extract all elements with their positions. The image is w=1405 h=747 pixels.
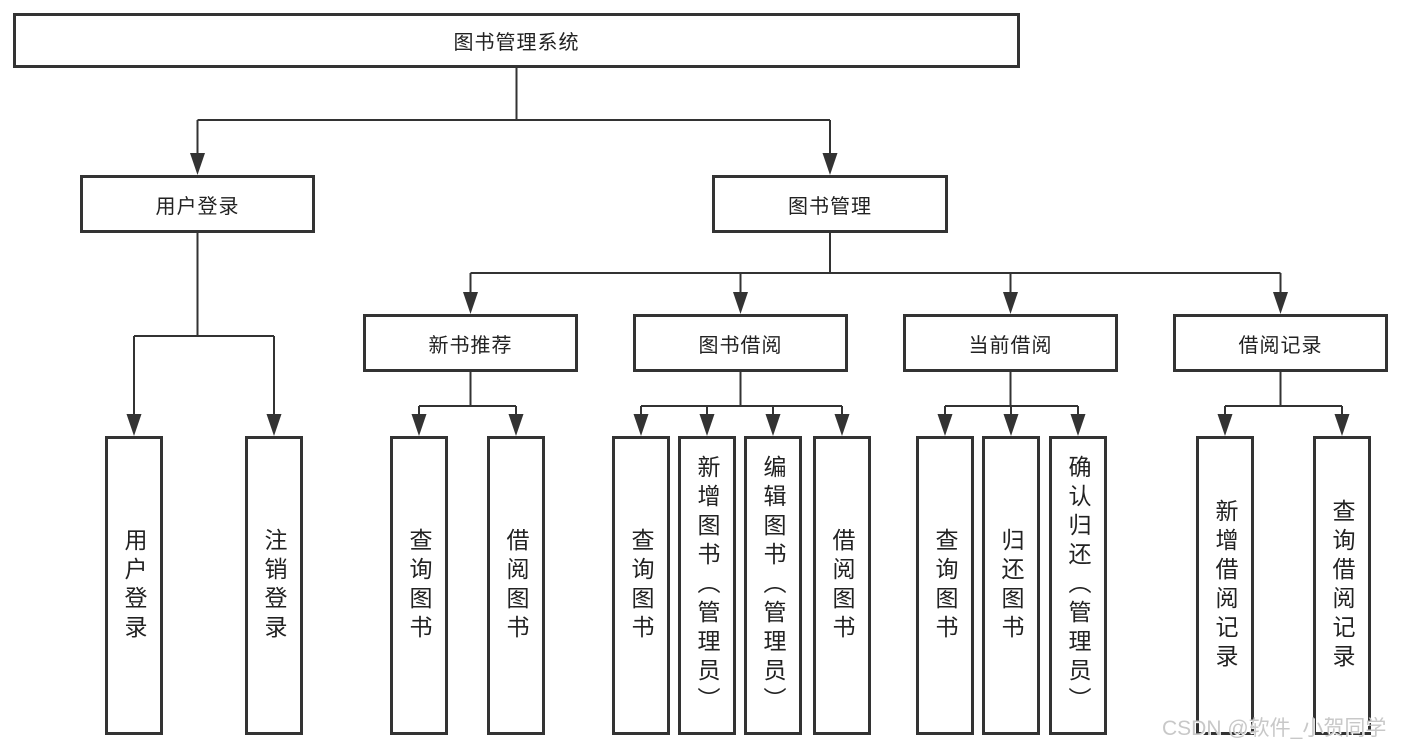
- arrowhead-icon: [463, 292, 478, 314]
- node-logout-leaf: 注销登录: [245, 436, 303, 735]
- arrowhead-icon: [633, 414, 649, 436]
- node-query-books-current: 查询图书: [916, 436, 974, 735]
- connector-user-login-to-leaves: [126, 233, 282, 436]
- node-borrow-books-borrowing: 借阅图书: [813, 436, 871, 735]
- arrowhead-icon: [190, 153, 205, 175]
- node-current-borrowing: 当前借阅: [903, 314, 1118, 372]
- node-book-borrowing: 图书借阅: [633, 314, 848, 372]
- arrowhead-icon: [266, 414, 282, 436]
- node-new-book-recommendation: 新书推荐: [363, 314, 578, 372]
- node-add-borrow-record: 新增借阅记录: [1196, 436, 1254, 735]
- arrowhead-icon: [1273, 292, 1288, 314]
- arrowhead-icon: [733, 292, 748, 314]
- connector-root-to-level2: [190, 68, 838, 175]
- arrowhead-icon: [765, 414, 781, 436]
- connector-book-borrowing-to-leaves: [633, 372, 850, 436]
- arrowhead-icon: [699, 414, 715, 436]
- node-user-login-leaf: 用户登录: [105, 436, 163, 735]
- connector-book-management-to-level3: [463, 233, 1288, 314]
- csdn-watermark: CSDN @软件_小贺同学: [1162, 717, 1387, 740]
- connector-current-borrowing-to-leaves: [937, 372, 1086, 436]
- node-edit-book-admin: 编辑图书（管理员）: [744, 436, 802, 735]
- node-query-books-borrowing: 查询图书: [612, 436, 670, 735]
- node-root: 图书管理系统: [13, 13, 1020, 68]
- arrowhead-icon: [1334, 414, 1350, 436]
- connector-borrowing-records-to-leaves: [1217, 372, 1350, 436]
- node-user-login: 用户登录: [80, 175, 315, 233]
- arrowhead-icon: [834, 414, 850, 436]
- node-return-books: 归还图书: [982, 436, 1040, 735]
- node-borrowing-records: 借阅记录: [1173, 314, 1388, 372]
- node-query-books-recommend: 查询图书: [390, 436, 448, 735]
- node-query-borrow-record: 查询借阅记录: [1313, 436, 1371, 735]
- node-borrow-books-recommend: 借阅图书: [487, 436, 545, 735]
- arrowhead-icon: [411, 414, 427, 436]
- connector-new-book-to-leaves: [411, 372, 524, 436]
- node-book-management: 图书管理: [712, 175, 948, 233]
- arrowhead-icon: [1003, 414, 1019, 436]
- arrowhead-icon: [126, 414, 142, 436]
- arrowhead-icon: [508, 414, 524, 436]
- node-confirm-return-admin: 确认归还（管理员）: [1049, 436, 1107, 735]
- arrowhead-icon: [1003, 292, 1018, 314]
- arrowhead-icon: [937, 414, 953, 436]
- arrowhead-icon: [1070, 414, 1086, 436]
- arrowhead-icon: [1217, 414, 1233, 436]
- node-add-book-admin: 新增图书（管理员）: [678, 436, 736, 735]
- arrowhead-icon: [822, 153, 838, 175]
